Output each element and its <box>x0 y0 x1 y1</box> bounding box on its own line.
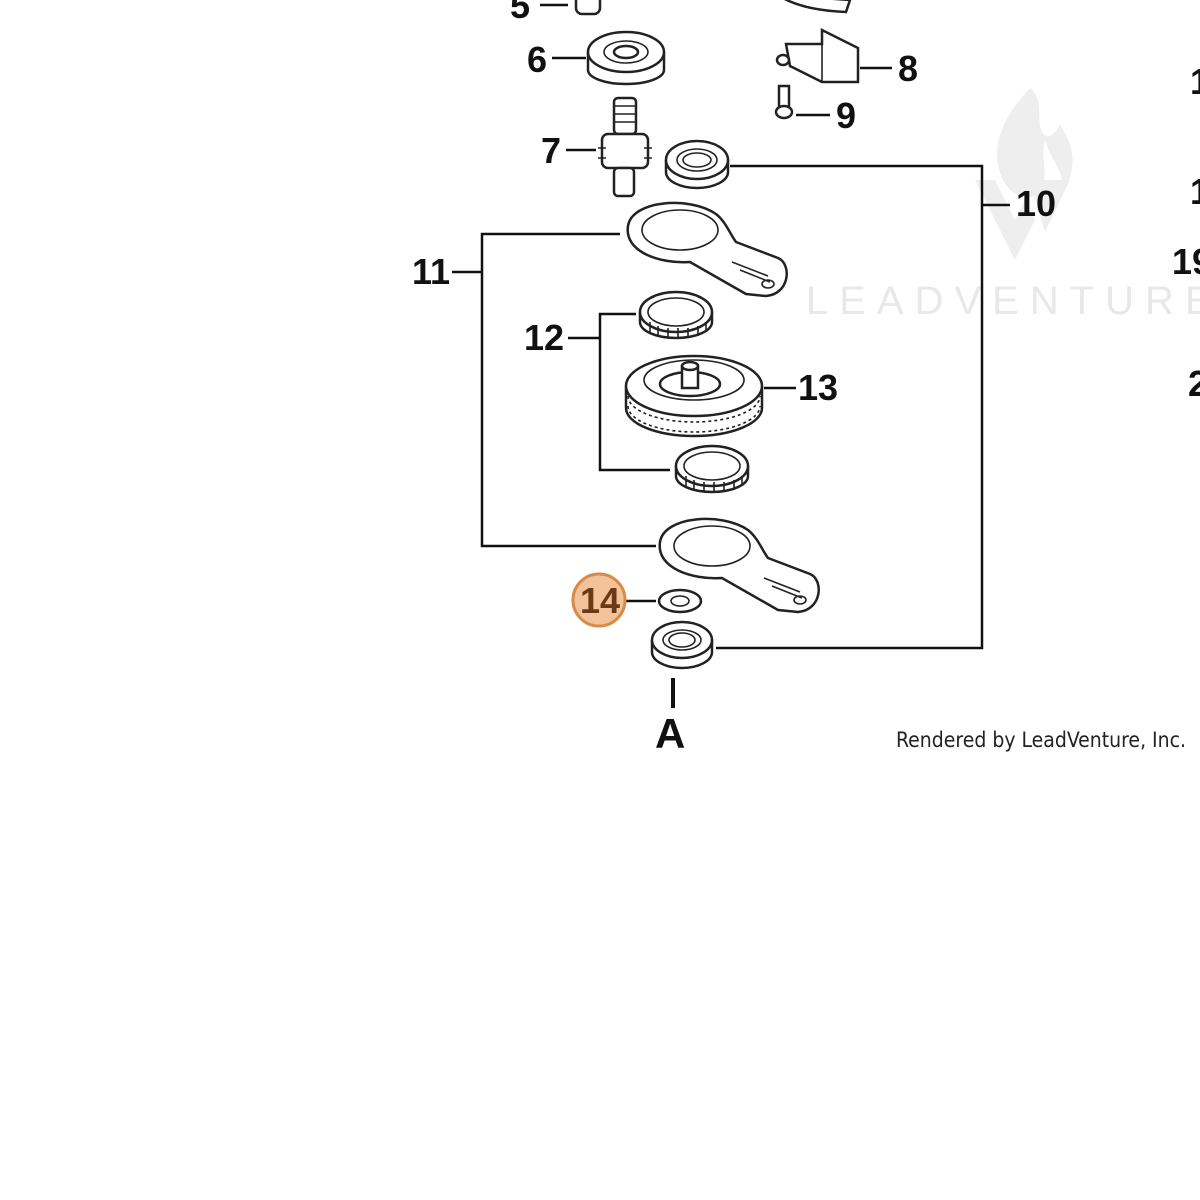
callout-14-highlight[interactable]: 14 <box>571 572 627 628</box>
part-9-screw <box>774 84 830 120</box>
cropped-callout-19: 19 <box>1172 241 1200 282</box>
part-14-washer <box>626 588 703 614</box>
leadventure-watermark: LEADVENTURE <box>806 88 1200 323</box>
leader-10 <box>716 164 984 650</box>
leader-12 <box>598 312 670 472</box>
cropped-callout-1a: 1 <box>1190 61 1200 102</box>
part-11-lower-plate <box>658 517 820 614</box>
part-top-cover <box>784 0 852 14</box>
part-8-bracket <box>775 27 892 84</box>
part-13-gear <box>624 354 796 438</box>
part-7-pinion-shaft <box>566 96 652 198</box>
leader-11 <box>480 232 656 548</box>
part-10-lower-bearing <box>650 620 714 670</box>
view-marker-label: A <box>655 710 685 757</box>
callout-10[interactable]: 10 <box>1016 183 1056 224</box>
callout-12[interactable]: 12 <box>524 317 564 358</box>
highlight-circle <box>571 572 627 628</box>
callout-7[interactable]: 7 <box>541 130 561 171</box>
part-12-lower-needle-bearing <box>674 444 750 494</box>
part-10-upper-bearing <box>664 139 730 190</box>
callout-14[interactable]: 14 <box>580 580 620 621</box>
part-6-bearing <box>552 30 666 86</box>
view-marker-a: A <box>655 678 685 757</box>
render-credit: Rendered by LeadVenture, Inc. <box>896 728 1186 752</box>
part-5-spacer <box>540 0 602 16</box>
callout-8[interactable]: 8 <box>898 48 918 89</box>
part-12-upper-needle-bearing <box>638 290 714 340</box>
callout-11[interactable]: 11 <box>412 251 450 292</box>
callout-13[interactable]: 13 <box>798 367 838 408</box>
watermark-text: LEADVENTURE <box>806 279 1200 323</box>
watermark-v-icon <box>975 180 1070 260</box>
callout-5[interactable]: 5 <box>510 0 530 26</box>
cropped-callout-2: 2 <box>1188 363 1200 404</box>
callout-6[interactable]: 6 <box>527 39 547 80</box>
flame-logo-icon <box>997 88 1073 198</box>
cropped-callout-1b: 1 <box>1190 171 1200 212</box>
part-11-upper-plate <box>626 201 788 298</box>
callout-9[interactable]: 9 <box>836 95 856 136</box>
